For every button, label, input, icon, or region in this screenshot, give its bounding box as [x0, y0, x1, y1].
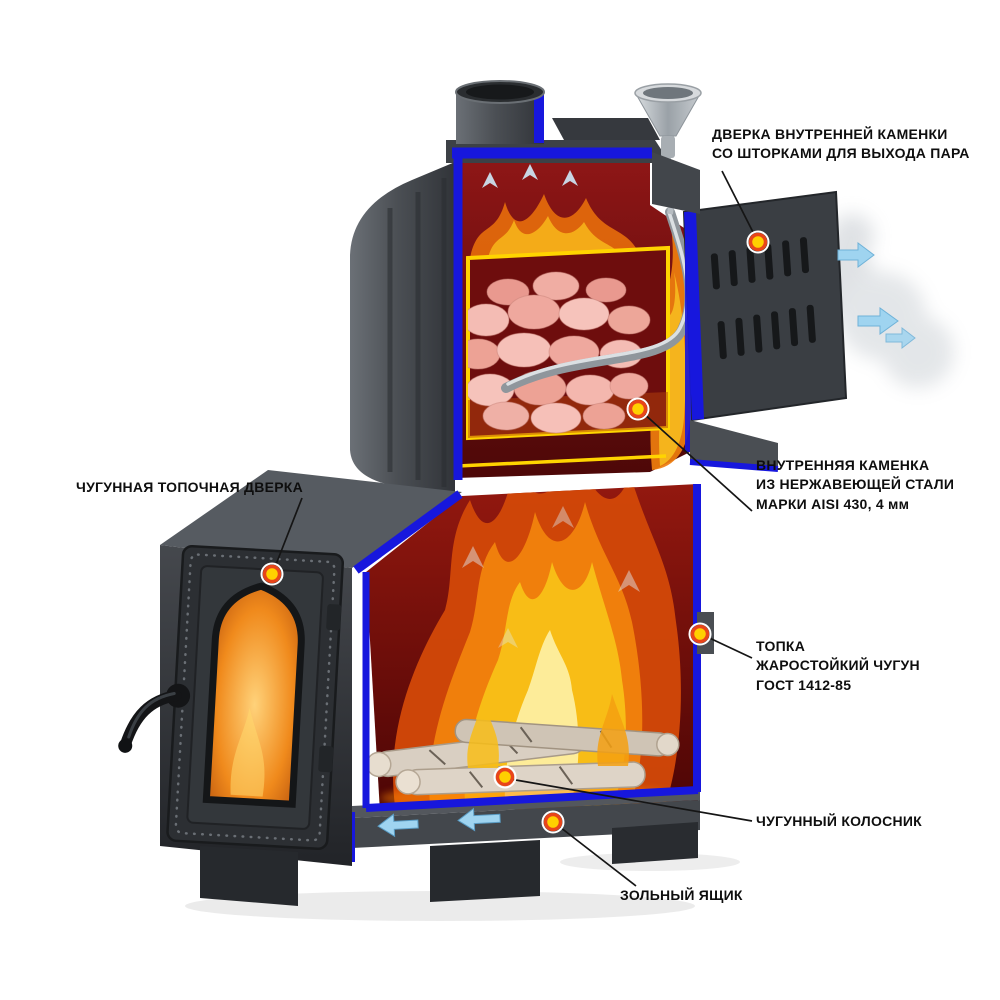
label-grate: ЧУГУННЫЙ КОЛОСНИК [756, 812, 922, 831]
steam-arrows [837, 242, 916, 350]
label-firebox-door: ЧУГУННАЯ ТОПОЧНАЯ ДВЕРКА [76, 478, 303, 497]
firewood-logs [366, 694, 680, 796]
callout-marker-firebox-door [260, 562, 284, 586]
kamenka-bottom-edge [457, 454, 667, 468]
label-firebox: ТОПКА ЖАРОСТОЙКИЙ ЧУГУН ГОСТ 1412-85 [756, 637, 920, 695]
chimney-pipe [455, 80, 545, 144]
up-arrows-top [482, 164, 578, 188]
label-firebox-door-line1: ЧУГУННАЯ ТОПОЧНАЯ ДВЕРКА [76, 479, 303, 495]
label-ash-box: ЗОЛЬНЫЙ ЯЩИК [620, 886, 743, 905]
door-hinge-top [326, 604, 342, 631]
convector-ribs [387, 178, 447, 487]
callout-marker-ash-box [541, 810, 565, 834]
up-arrows-firebox [462, 506, 640, 648]
convector-shell [350, 152, 700, 492]
label-firebox-line2: ЖАРОСТОЙКИЙ ЧУГУН [756, 657, 920, 674]
base-leg-right [612, 822, 698, 864]
firebox-door [118, 545, 345, 851]
label-ash-box-line1: ЗОЛЬНЫЙ ЯЩИК [620, 887, 743, 903]
callout-marker-grate [493, 765, 517, 789]
fire-core [504, 630, 579, 806]
chimney-cut-edge [534, 93, 544, 143]
label-firebox-line3: ГОСТ 1412-85 [756, 676, 852, 693]
label-inner-kamenka-line3: МАРКИ AISI 430, 4 мм [756, 495, 910, 512]
cut-edges-upper [452, 147, 691, 480]
door-hinge-bottom [318, 745, 334, 773]
label-inner-kamenka-line1: ВНУТРЕННЯЯ КАМЕНКА [756, 457, 930, 473]
callout-marker-firebox [688, 622, 712, 646]
steam-vent-slots [710, 237, 816, 360]
callout-marker-kamenka-door [746, 230, 770, 254]
front-flame-left [467, 700, 499, 768]
base-leg-left [200, 846, 298, 906]
door-window [202, 582, 305, 808]
label-kamenka-door-line2: СО ШТОРКАМИ ДЛЯ ВЫХОДА ПАРА [712, 145, 970, 162]
intake-arrows [377, 807, 501, 838]
steam-pipe [501, 207, 695, 393]
label-kamenka-door-line1: ДВЕРКА ВНУТРЕННЕЙ КАМЕНКИ [712, 126, 948, 142]
base-leg-middle [430, 840, 540, 902]
airflow-arrows [377, 164, 640, 838]
label-kamenka-door: ДВЕРКА ВНУТРЕННЕЙ КАМЕНКИ СО ШТОРКАМИ ДЛ… [712, 125, 970, 164]
door-handle [118, 683, 191, 753]
leader-lines [274, 170, 758, 887]
callout-marker-inner-kamenka [626, 397, 650, 421]
label-grate-line1: ЧУГУННЫЙ КОЛОСНИК [756, 813, 922, 829]
inner-kamenka-box [457, 245, 670, 468]
window-flame [230, 707, 265, 797]
label-firebox-line1: ТОПКА [756, 638, 806, 654]
kamenka-door-panel [682, 190, 848, 422]
callout-markers [260, 230, 770, 834]
label-inner-kamenka: ВНУТРЕННЯЯ КАМЕНКА ИЗ НЕРЖАВЕЮЩЕЙ СТАЛИ … [756, 456, 954, 514]
label-inner-kamenka-line2: ИЗ НЕРЖАВЕЮЩЕЙ СТАЛИ [756, 476, 955, 493]
upper-fire-core [488, 216, 620, 258]
sauna-stones [468, 271, 651, 434]
front-flame-right [597, 694, 629, 766]
